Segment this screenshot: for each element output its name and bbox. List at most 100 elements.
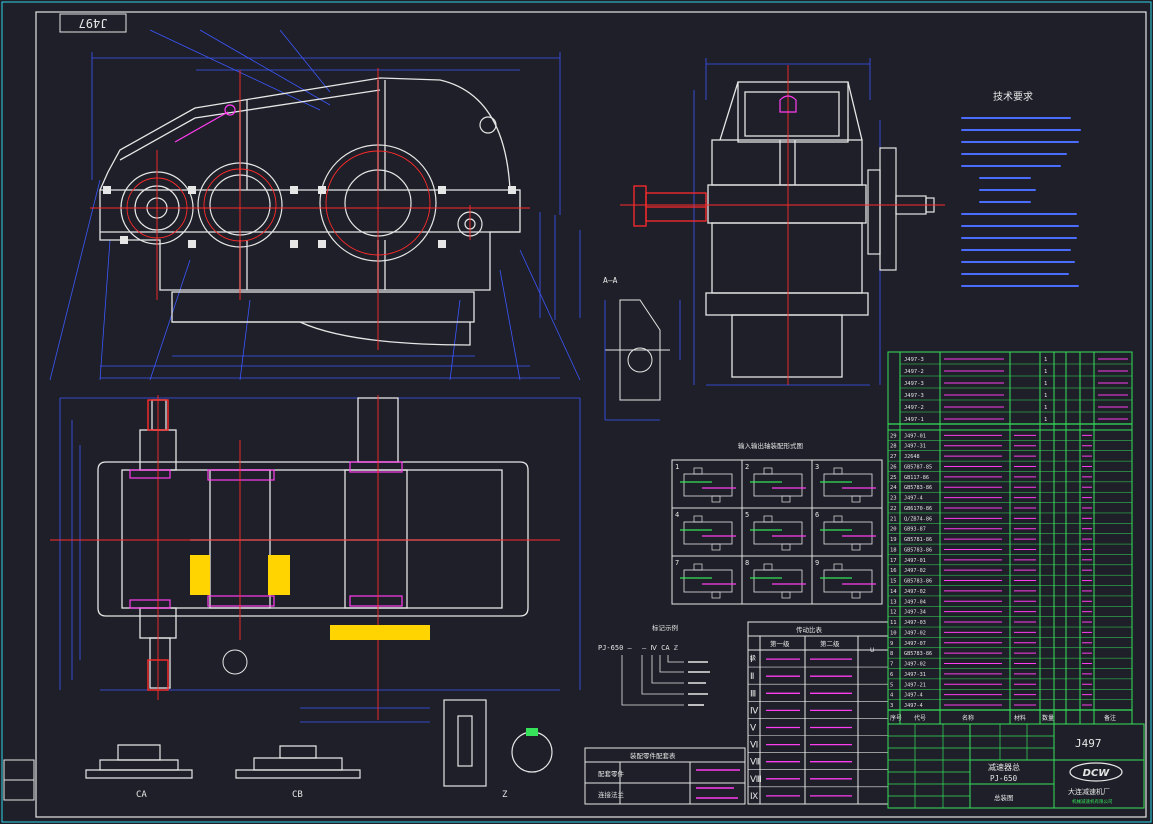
title-block: J497 减速器总 PJ-650 总装图 DCW 大连减速机厂 机械减速机有限公… [887, 723, 1145, 809]
bom-row-code: J497-03 [904, 620, 926, 626]
bom-row-code: J497-04 [904, 599, 926, 605]
shaft-z-label: Z [502, 790, 508, 800]
company-name: 大连减速机厂 [1068, 787, 1110, 796]
bom-row-code: J497-01 [904, 433, 926, 439]
bom-row-code: J497-07 [904, 641, 926, 647]
bom-row-number: 22 [890, 506, 897, 512]
bom-row-number: 3 [890, 703, 893, 709]
bom-header-name: 名称 [962, 714, 974, 722]
bom-header-material: 材料 [1014, 714, 1026, 722]
bom-row-number: 19 [890, 537, 897, 543]
bom-row: 3 J497-4 [888, 703, 1132, 711]
breather-plug [779, 95, 797, 113]
bom-row-number: 11 [890, 620, 897, 626]
bom-row-code: J497-31 [904, 444, 926, 450]
plan-red-shaft [147, 399, 169, 691]
bom-row: 24 GB5783-86 [888, 485, 1132, 493]
bom-row: 22 GB6170-86 [888, 506, 1132, 514]
bom-row-code: J497-34 [904, 610, 926, 616]
bom-row-code: J497-4 [904, 703, 923, 709]
company-logo: DCW [1069, 762, 1123, 782]
company-logo-text: DCW [1083, 768, 1111, 779]
drawing-code: J497 [1075, 737, 1102, 750]
gear-table-row: Ⅱ [748, 672, 888, 685]
bom-row-code: J497-31 [904, 672, 926, 678]
bom-row-number: 24 [890, 485, 897, 491]
bom-top-qty: 1 [1044, 417, 1047, 423]
bom-row-number: 27 [890, 454, 897, 460]
gear-table-row: Ⅳ [748, 706, 888, 719]
side-housing [705, 81, 869, 378]
company-subtitle: 机械减速机有限公司 [1072, 798, 1113, 805]
model-code-legend: 标记示例 PJ-650 — — Ⅳ CA ℤ [598, 623, 710, 706]
bom-row-code: J497-4 [904, 693, 923, 699]
bom-row-number: 13 [890, 599, 897, 605]
technical-requirements: 技术要求 [961, 90, 1081, 287]
arrangement-cell: 7 [671, 555, 743, 605]
plan-gear-hatching [190, 555, 430, 640]
bom-row-number: 15 [890, 579, 897, 585]
bom-row: 25 GB117-86 [888, 475, 1132, 483]
model-code-suffix: — Ⅳ CA ℤ [642, 644, 679, 652]
bom-row-code: GB5783-86 [904, 485, 932, 491]
bom-row-code: J497-02 [904, 630, 926, 636]
gear-table-roman: Ⅲ [750, 689, 756, 699]
gear-table-first: 第一级 [770, 639, 790, 648]
model-code-prefix: PJ-650 — [598, 644, 633, 652]
arrangement-cell-number: 3 [815, 463, 819, 471]
arrangement-cell: 3 [811, 459, 883, 509]
bom-top-code: J497-3 [904, 357, 924, 363]
bom-row-code: GB117-86 [904, 475, 929, 481]
bom-row-number: 25 [890, 475, 897, 481]
bom-row-code: GB5783-86 [904, 651, 932, 657]
tech-req-title: 技术要求 [993, 90, 1033, 103]
input-motor-adapter [633, 185, 707, 227]
bom-top-qty: 1 [1044, 381, 1047, 387]
bom-top-qty: 1 [1044, 369, 1047, 375]
bom-row-code: J497-21 [904, 682, 926, 688]
drawing-title-name: 减速器总 [988, 762, 1020, 772]
bom-top-qty: 1 [1044, 405, 1047, 411]
gear-table-second: 第二级 [820, 639, 840, 648]
arrangement-cell: 4 [671, 507, 743, 557]
bom-row-number: 4 [890, 693, 894, 699]
bom-row-code: J497-02 [904, 662, 926, 668]
gear-table-row: Ⅲ [748, 689, 888, 702]
gear-table-row: Ⅴ [748, 724, 888, 736]
arrangement-cell: 1 [671, 459, 743, 509]
bom-top-qty: 1 [1044, 393, 1047, 399]
gear-table-row: Ⅸ [748, 792, 888, 805]
arrangement-cell-number: 7 [675, 559, 679, 567]
gear-table-title: 传动比表 [796, 625, 823, 634]
bom-row-code: J497-02 [904, 589, 926, 595]
bom-top-code: J497-1 [904, 417, 924, 423]
bom-row-number: 16 [890, 568, 897, 574]
bom-row: 13 J497-04 [888, 599, 1132, 607]
gear-table-roman: Ⅸ [750, 792, 758, 802]
bom-row-number: 29 [890, 433, 897, 439]
bom-row-code: J497-01 [904, 558, 926, 564]
bom-row-code: GB6170-86 [904, 506, 932, 512]
install-table-row2: 连接法兰 [598, 790, 625, 799]
bom-row: 10 J497-02 [888, 630, 1132, 638]
coupling-cb-label: CB [292, 790, 303, 800]
plan-view [50, 395, 581, 723]
coupling-ca-label: CA [136, 790, 147, 800]
oil-level-gauge [174, 104, 236, 143]
bom-row-number: 10 [890, 630, 897, 636]
